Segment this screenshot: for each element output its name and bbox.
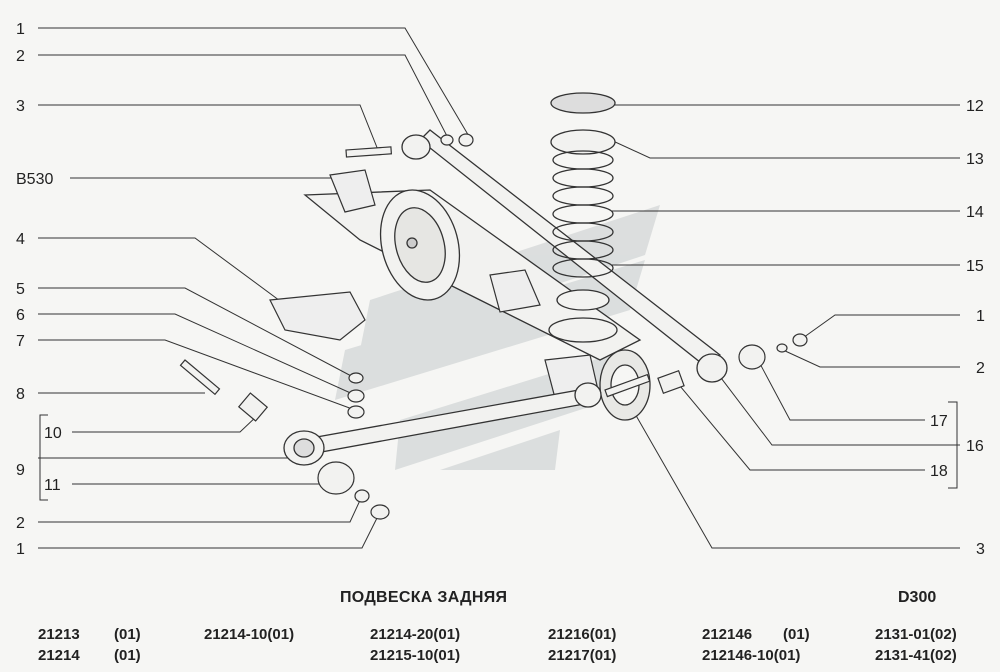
callout-4: 4 — [16, 231, 25, 248]
group-brackets — [39, 401, 958, 501]
callout-3-right: 3 — [976, 541, 985, 558]
model-21214-10: 21214-10(01) — [204, 626, 295, 643]
callout-1-right: 1 — [976, 308, 985, 325]
callout-2-right: 2 — [976, 360, 985, 377]
callout-11: 11 — [44, 477, 61, 494]
model-212146-suffix: (01) — [783, 626, 810, 643]
callout-1-top: 1 — [16, 21, 25, 38]
callout-b530: B530 — [16, 171, 53, 188]
model-212146: 212146 — [702, 626, 753, 643]
callout-1-bottom: 1 — [16, 541, 25, 558]
model-21214-suffix: (01) — [114, 647, 141, 664]
callout-14: 14 — [966, 204, 984, 221]
model-21215-10: 21215-10(01) — [370, 647, 461, 664]
fasteners — [179, 133, 808, 520]
rear-suspension-diagram: 1 2 3 B530 4 5 6 7 8 10 9 11 2 1 12 13 1… — [16, 21, 985, 558]
callout-5: 5 — [16, 281, 25, 298]
lower-rod — [283, 382, 602, 466]
callout-2-top: 2 — [16, 48, 25, 65]
callout-2-bottom: 2 — [16, 515, 25, 532]
callout-12: 12 — [966, 98, 984, 115]
leader-lines — [38, 27, 960, 549]
model-21213-suffix: (01) — [114, 626, 141, 643]
model-21214: 21214 — [38, 647, 80, 664]
callout-17: 17 — [930, 413, 948, 430]
model-2131-41: 2131-41(02) — [875, 647, 957, 664]
model-2131-01: 2131-01(02) — [875, 626, 957, 643]
callout-6: 6 — [16, 307, 25, 324]
callout-8: 8 — [16, 386, 25, 403]
callout-7: 7 — [16, 333, 25, 350]
model-212146-10: 212146-10(01) — [702, 647, 801, 664]
callout-13: 13 — [966, 151, 984, 168]
model-21217: 21217(01) — [548, 647, 617, 664]
callout-18: 18 — [930, 463, 948, 480]
callout-3-left: 3 — [16, 98, 25, 115]
upper-rod — [401, 129, 728, 383]
diagram-code: D300 — [898, 589, 937, 606]
callout-16: 16 — [966, 438, 984, 455]
model-21216: 21216(01) — [548, 626, 617, 643]
model-21213: 21213 — [38, 626, 80, 643]
coil-spring — [548, 92, 618, 343]
callout-15: 15 — [966, 258, 984, 275]
callout-9: 9 — [16, 462, 25, 479]
callout-10: 10 — [44, 425, 62, 442]
callout-labels: 1 2 3 B530 4 5 6 7 8 10 9 11 2 1 12 13 1… — [16, 21, 985, 558]
diagram-title: ПОДВЕСКА ЗАДНЯЯ — [340, 589, 508, 606]
model-21214-20: 21214-20(01) — [370, 626, 461, 643]
axle-housing — [303, 189, 651, 421]
